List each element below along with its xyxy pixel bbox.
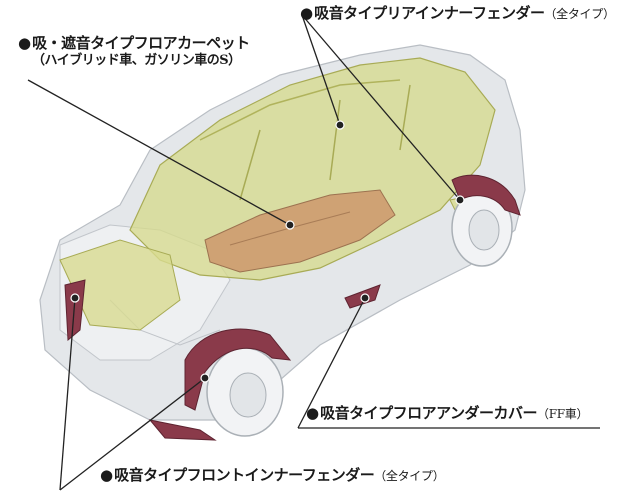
- label-floor-under-cover-note: （FF車）: [537, 407, 589, 421]
- label-rear-inner-fender-title: 吸音タイプリアインナーフェンダー: [314, 4, 545, 22]
- bullet-icon: ●: [306, 404, 320, 422]
- label-front-inner-fender: ●吸音タイプフロントインナーフェンダー（全タイプ）: [100, 466, 445, 484]
- bullet-icon: ●: [100, 466, 114, 484]
- bullet-icon: ●: [300, 4, 314, 22]
- label-floor-carpet: ●吸・遮音タイプフロアカーペット （ハイブリッド車、ガソリン車のS）: [18, 34, 250, 69]
- label-floor-carpet-sub: （ハイブリッド車、ガソリン車のS）: [32, 53, 241, 69]
- label-floor-carpet-title: 吸・遮音タイプフロアカーペット: [32, 34, 250, 52]
- label-front-inner-fender-note: （全タイプ）: [374, 469, 445, 483]
- label-rear-inner-fender-note: （全タイプ）: [544, 7, 615, 21]
- label-floor-under-cover: ●吸音タイプフロアアンダーカバー（FF車）: [306, 404, 588, 422]
- cabin-frame: [59, 57, 511, 331]
- label-floor-under-cover-title: 吸音タイプフロアアンダーカバー: [320, 404, 537, 422]
- leader-dots: [70, 120, 465, 383]
- rear-wheel: [451, 189, 513, 267]
- leader-lines: [27, 14, 600, 491]
- front-wheel: [206, 347, 284, 437]
- bullet-icon: ●: [18, 34, 32, 52]
- label-rear-inner-fender: ●吸音タイプリアインナーフェンダー（全タイプ）: [300, 4, 615, 22]
- label-front-inner-fender-title: 吸音タイプフロントインナーフェンダー: [114, 466, 375, 484]
